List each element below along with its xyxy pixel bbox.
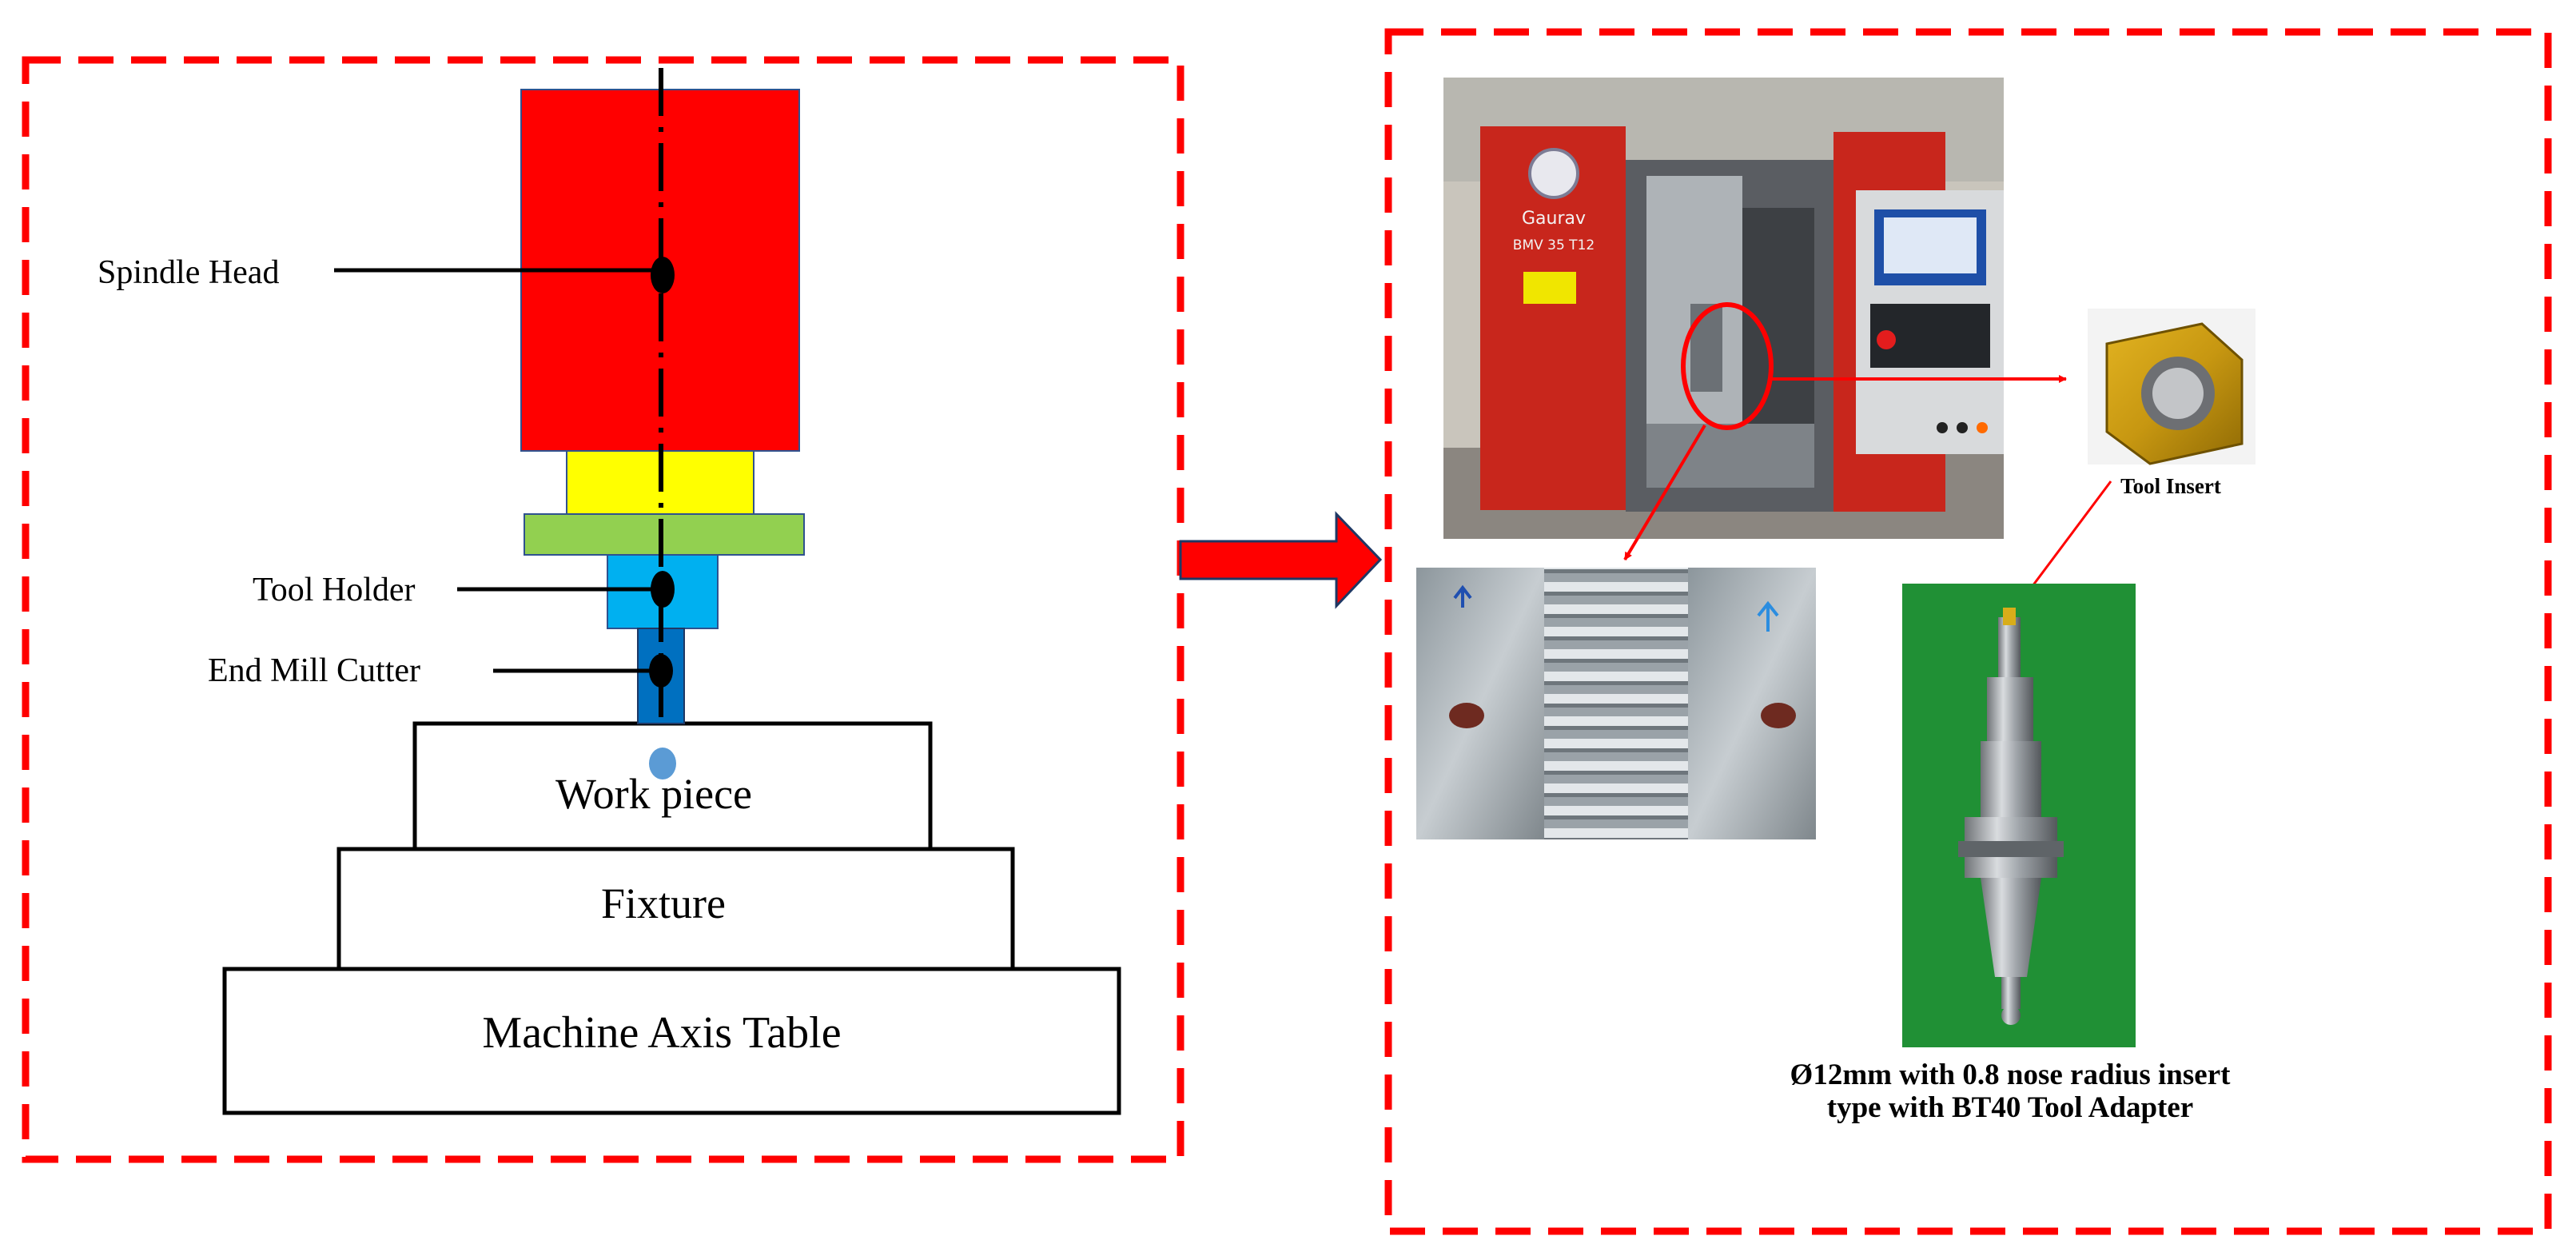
work-piece-label: Work piece bbox=[555, 770, 752, 818]
spindle-to-workpiece-arrow bbox=[1623, 424, 1706, 561]
tool-insert-label: Tool Insert bbox=[2120, 474, 2221, 498]
tool-insert-photo bbox=[2088, 309, 2255, 465]
left-dashed-frame bbox=[22, 56, 1184, 1163]
tool-adapter-photo bbox=[1902, 584, 2136, 1047]
machine-brand-text: Gaurav bbox=[1522, 209, 1586, 229]
spindle-head-dot bbox=[651, 257, 675, 293]
transition-arrow bbox=[1179, 511, 1383, 609]
cnc-machine-photo bbox=[1443, 78, 2004, 539]
tool-holder-label: Tool Holder bbox=[253, 572, 416, 608]
right-dashed-frame bbox=[1384, 28, 2552, 1235]
fixture-block bbox=[336, 847, 1015, 971]
machined-workpiece-photo bbox=[1416, 568, 1816, 839]
tool-caption: Ø12mm with 0.8 nose radius insert type w… bbox=[1790, 1059, 2231, 1125]
machine-axis-table-label: Machine Axis Table bbox=[482, 1008, 841, 1058]
work-piece-block bbox=[412, 721, 933, 851]
flange-block bbox=[524, 513, 805, 556]
fixture-label: Fixture bbox=[601, 879, 726, 927]
spindle-head-label: Spindle Head bbox=[98, 254, 279, 291]
machine-model-text: BMV 35 T12 bbox=[1513, 237, 1595, 253]
contact-point-marker bbox=[649, 748, 676, 780]
spindle-highlight-ellipse bbox=[1681, 302, 1774, 430]
end-mill-cutter-label: End Mill Cutter bbox=[208, 652, 420, 689]
